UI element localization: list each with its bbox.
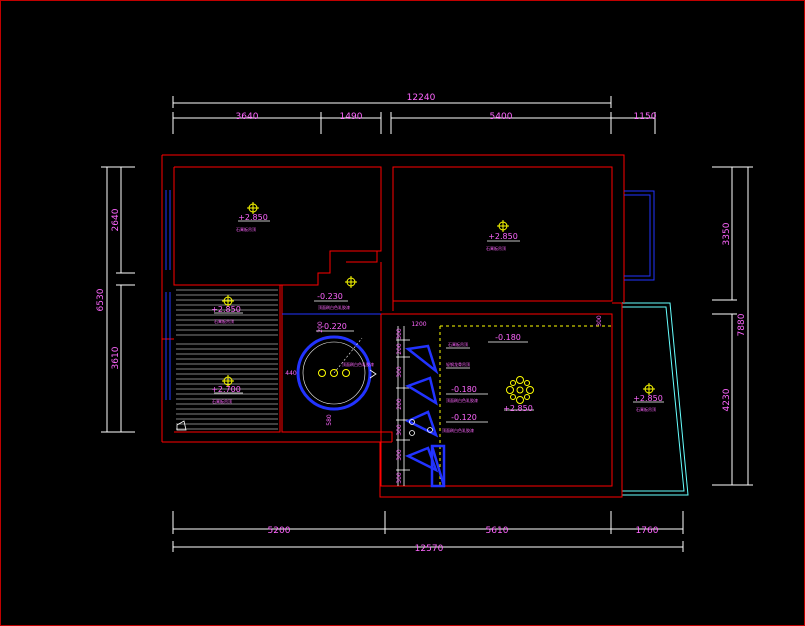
ceiling-light-2 <box>497 220 509 232</box>
level-living-2: -0.180 <box>451 385 477 394</box>
ceiling-light-3 <box>345 276 357 288</box>
level-living-room: +2.850 <box>503 404 533 413</box>
dim-small-1: 1200 <box>411 321 426 328</box>
dim-top-seg-4: 1150 <box>634 112 657 122</box>
dim-small-4: 440 <box>285 370 297 377</box>
level-room-top-left: +2.850 <box>238 213 268 222</box>
ceiling-light-4 <box>222 295 234 307</box>
note-living-1: 石膏板吊顶 <box>448 341 468 347</box>
dim-left-total: 6530 <box>96 288 106 311</box>
note-room-top-right: 石膏板吊顶 <box>486 245 506 251</box>
note-balcony: 石膏板吊顶 <box>636 406 656 412</box>
dashed-lines <box>439 325 612 486</box>
dim-top-seg-2: 1490 <box>340 112 363 122</box>
level-living-1: -0.180 <box>495 333 521 342</box>
walls <box>161 154 625 498</box>
note-hall-2: 顶面刷白色乳胶漆 <box>342 361 374 367</box>
dim-small-9: 200 <box>396 398 403 410</box>
decor-triangles <box>404 344 446 488</box>
dim-bottom-seg-1: 5200 <box>268 526 291 536</box>
light-fixtures <box>222 202 655 404</box>
dim-small-7: 200 <box>396 343 403 355</box>
dim-top-total: 12240 <box>407 93 436 103</box>
dim-small-3: 580 <box>326 414 333 426</box>
dimension-lines <box>101 96 753 552</box>
level-room-mid-left: +2.850 <box>211 305 241 314</box>
level-hall-1: -0.230 <box>317 292 343 301</box>
dim-small-8: 300 <box>396 366 403 378</box>
dim-small-10: 300 <box>396 424 403 436</box>
dim-small-6: 300 <box>396 328 403 340</box>
note-living-3: 顶面刷白色乳胶漆 <box>446 397 478 403</box>
dim-left-seg-1: 2640 <box>111 208 121 231</box>
dim-right-total: 7880 <box>737 313 747 336</box>
note-hall-1: 顶面刷白色乳胶漆 <box>318 304 350 310</box>
level-living-3: -0.120 <box>451 413 477 422</box>
note-room-lower-left: 石膏板吊顶 <box>212 398 232 404</box>
dim-top-seg-1: 3640 <box>236 112 259 122</box>
dim-bottom-seg-2: 5610 <box>486 526 509 536</box>
leader-lines <box>214 220 664 423</box>
hatch-lower-left <box>176 289 278 430</box>
note-room-mid-left: 石膏板吊顶 <box>214 318 234 324</box>
level-room-top-right: +2.850 <box>488 232 518 241</box>
dim-bottom-total: 12570 <box>415 544 444 554</box>
ceiling-light-1 <box>247 202 259 214</box>
dim-bottom-seg-3: 1760 <box>636 526 659 536</box>
living-partitions <box>396 326 410 486</box>
balcony-outline <box>622 302 689 496</box>
marker-glyphs <box>176 369 377 431</box>
level-balcony: +2.850 <box>633 394 663 403</box>
dim-left-seg-2: 3610 <box>111 346 121 369</box>
dim-right-seg-1: 3350 <box>722 222 732 245</box>
ceiling-light-5 <box>222 375 234 387</box>
dim-right-seg-2: 4230 <box>722 388 732 411</box>
decor-small-circles <box>409 419 433 436</box>
dim-small-11: 300 <box>396 449 403 461</box>
ceiling-light-6 <box>643 383 655 395</box>
note-room-top-left: 石膏板吊顶 <box>236 226 256 232</box>
dim-small-5: 200 <box>317 321 324 333</box>
hall-ceiling <box>296 335 372 411</box>
level-room-lower-left: +2.700 <box>211 385 241 394</box>
note-living-2: 轻钢龙骨吊顶 <box>446 361 470 367</box>
dim-small-2: 300 <box>596 315 603 327</box>
chandelier <box>506 376 534 404</box>
dim-top-seg-3: 5400 <box>490 112 513 122</box>
windows <box>165 190 655 400</box>
level-hall-2: -0.220 <box>321 322 347 331</box>
note-living-4: 顶面刷白色乳胶漆 <box>442 427 474 433</box>
dim-small-12: 300 <box>396 472 403 484</box>
